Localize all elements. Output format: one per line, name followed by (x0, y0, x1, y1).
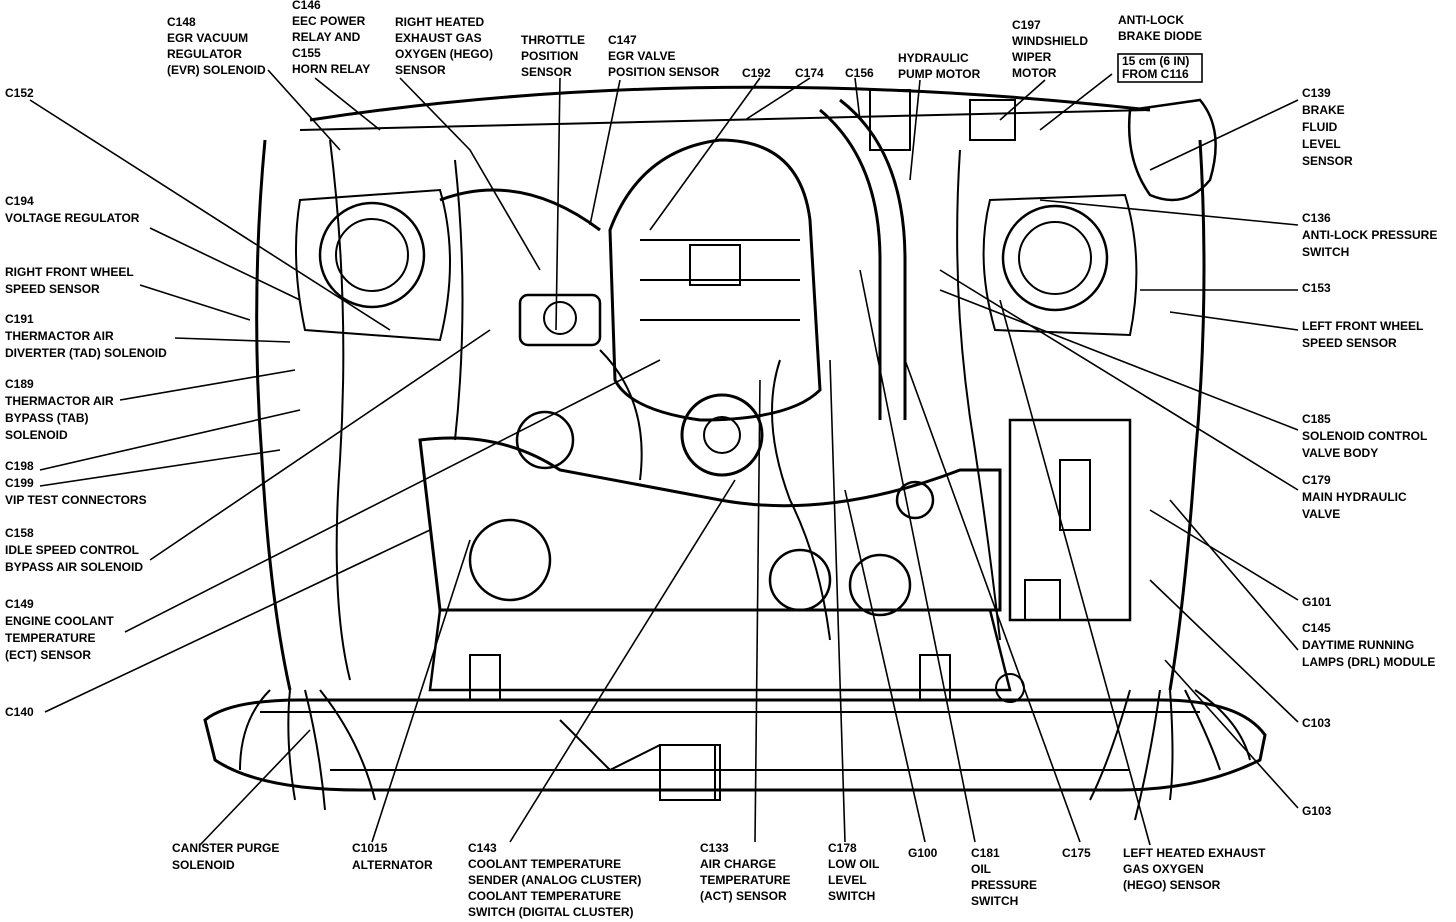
label-c197: C197 WINDSHIELD WIPER MOTOR (1012, 18, 1091, 80)
label-right-front-wheel-speed-sensor: RIGHT FRONT WHEEL SPEED SENSOR (5, 265, 137, 296)
label-g100: G100 (908, 846, 938, 860)
label-diode-location-note: 15 cm (6 IN) FROM C116 (1122, 54, 1193, 81)
label-c149: C149 ENGINE COOLANT TEMPERATURE (ECT) SE… (5, 597, 117, 662)
label-c103: C103 (1302, 716, 1331, 730)
label-c185: C185 SOLENOID CONTROL VALVE BODY (1302, 412, 1430, 460)
label-c148: C148 EGR VACUUM REGULATOR (EVR) SOLENOID (167, 15, 266, 77)
label-c181: C181 OIL PRESSURE SWITCH (971, 846, 1040, 908)
label-right-hego: RIGHT HEATED EXHAUST GAS OXYGEN (HEGO) S… (395, 15, 496, 77)
callout-labels: C148 EGR VACUUM REGULATOR (EVR) SOLENOID… (5, 0, 1441, 919)
label-c133: C133 AIR CHARGE TEMPERATURE (ACT) SENSOR (700, 841, 794, 903)
label-c140: C140 (5, 705, 34, 719)
label-c198-c199: C198 C199 VIP TEST CONNECTORS (5, 459, 147, 507)
label-c136: C136 ANTI-LOCK PRESSURE SWITCH (1302, 211, 1441, 259)
label-c146: C146 EEC POWER RELAY AND C155 HORN RELAY (292, 0, 370, 76)
label-anti-lock-brake-diode: ANTI-LOCK BRAKE DIODE (1118, 13, 1202, 43)
label-canister-purge-solenoid: CANISTER PURGE SOLENOID (172, 841, 283, 872)
label-hydraulic-pump-motor: HYDRAULIC PUMP MOTOR (898, 51, 981, 81)
label-c156: C156 (845, 66, 874, 80)
engine-bay-drawing (203, 85, 1267, 821)
label-c174: C174 (795, 66, 824, 80)
label-c1015: C1015 ALTERNATOR (352, 841, 433, 872)
label-c189: C189 THERMACTOR AIR BYPASS (TAB) SOLENOI… (5, 377, 117, 442)
label-c153: C153 (1302, 281, 1331, 295)
label-g101: G101 (1302, 595, 1332, 609)
label-c178: C178 LOW OIL LEVEL SWITCH (828, 841, 882, 903)
label-c147: C147 EGR VALVE POSITION SENSOR (608, 33, 720, 79)
label-left-front-wheel-speed-sensor: LEFT FRONT WHEEL SPEED SENSOR (1302, 319, 1426, 350)
label-throttle-position-sensor: THROTTLE POSITION SENSOR (521, 33, 588, 79)
label-c194: C194 VOLTAGE REGULATOR (5, 194, 140, 225)
label-c158: C158 IDLE SPEED CONTROL BYPASS AIR SOLEN… (5, 526, 143, 574)
label-c145: C145 DAYTIME RUNNING LAMPS (DRL) MODULE (1302, 621, 1435, 669)
leader-lines (29, 53, 1299, 846)
label-left-hego: LEFT HEATED EXHAUST GAS OXYGEN (HEGO) SE… (1123, 846, 1269, 892)
label-g103: G103 (1302, 804, 1332, 818)
label-c192: C192 (742, 66, 771, 80)
label-c143: C143 COOLANT TEMPERATURE SENDER (ANALOG … (468, 841, 645, 919)
label-c191: C191 THERMACTOR AIR DIVERTER (TAD) SOLEN… (5, 312, 167, 360)
label-c139: C139 BRAKE FLUID LEVEL SENSOR (1302, 86, 1353, 168)
label-c152: C152 (5, 86, 34, 100)
label-c175: C175 (1062, 846, 1091, 860)
label-c179: C179 MAIN HYDRAULIC VALVE (1302, 473, 1410, 521)
